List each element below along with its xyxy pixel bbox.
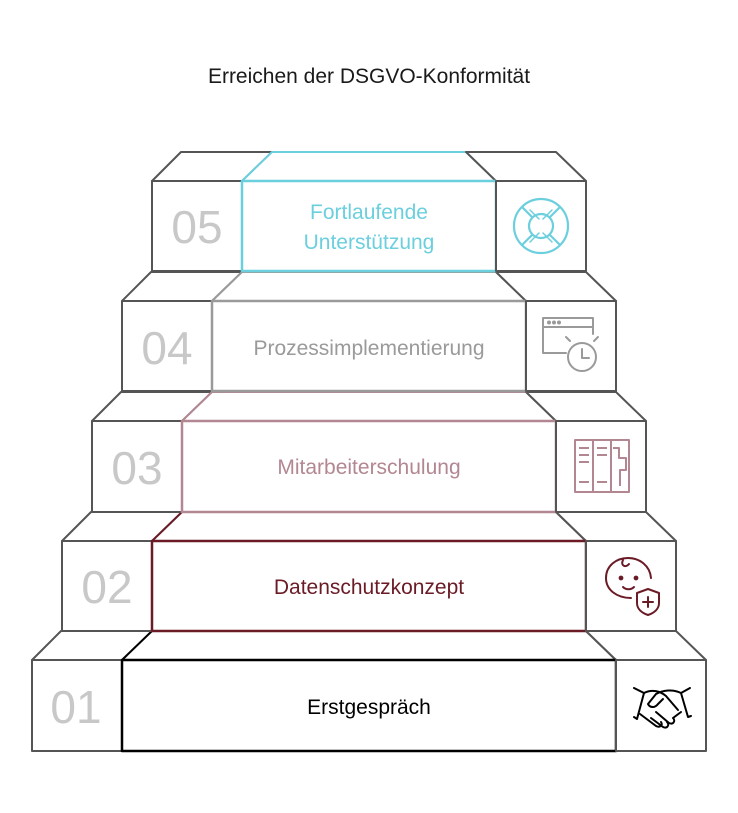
step-03-label: Mitarbeiterschulung (277, 456, 460, 479)
step-05 (151, 151, 587, 273)
step-05-right-block (495, 180, 587, 272)
step-01-label: Erstgespräch (307, 696, 431, 719)
step-02 (61, 511, 677, 633)
step-01 (31, 630, 707, 753)
handshake-icon (633, 687, 692, 729)
step-05-number: 05 (171, 201, 222, 253)
lifebuoy-icon (512, 197, 570, 255)
step-05-center-block (240, 179, 498, 273)
step-01-number: 01 (50, 681, 101, 733)
step-04 (121, 271, 617, 393)
step-04-right-block (525, 300, 617, 392)
step-04-label: Prozessimplementierung (253, 337, 484, 360)
step-04-number: 04 (141, 322, 192, 374)
step-02-right-block (585, 540, 677, 632)
step-03-right-block (555, 420, 647, 513)
step-02-label: Datenschutzkonzept (274, 576, 464, 599)
step-04-center-block (210, 299, 528, 393)
step-02-center-block (150, 539, 588, 633)
step-05-label-line-1: Fortlaufende (310, 201, 428, 224)
step-02-number: 02 (81, 561, 132, 613)
step-05-label-line-2: Unterstützung (304, 231, 435, 254)
step-01-left-block (31, 659, 123, 752)
step-05-left-block (151, 180, 243, 272)
step-01-right-block (615, 659, 707, 752)
browser-clock-icon (542, 317, 599, 372)
step-01-center-block (120, 658, 618, 753)
child-protection-icon (605, 557, 660, 616)
step-03 (91, 391, 647, 514)
step-02-left-block (61, 540, 153, 632)
diagram-title: Erreichen der DSGVO-Konformität (208, 65, 530, 88)
step-04-left-block (121, 300, 213, 392)
step-03-number: 03 (111, 442, 162, 494)
training-binders-icon (574, 439, 630, 493)
step-03-left-block (91, 420, 183, 513)
